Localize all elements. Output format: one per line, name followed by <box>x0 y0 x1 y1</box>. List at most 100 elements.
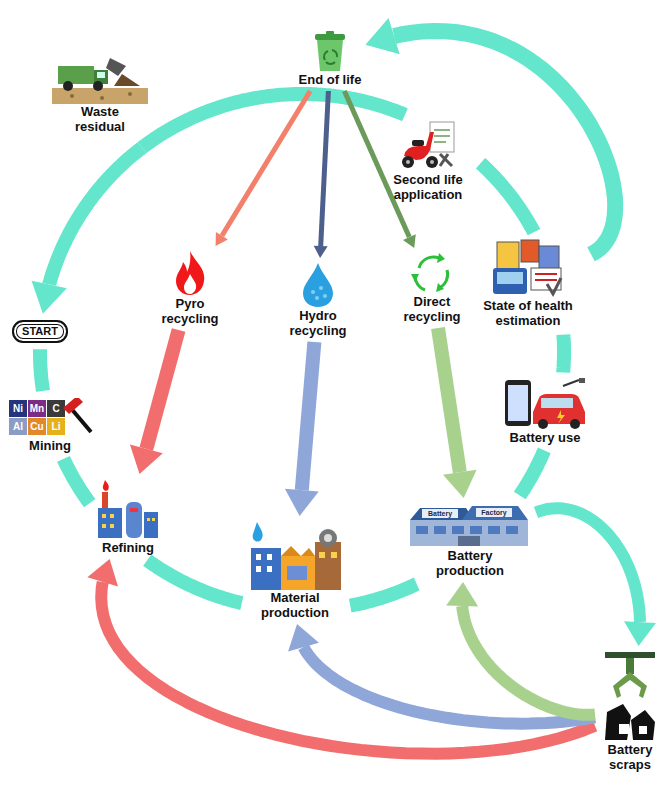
arrow-head <box>130 444 163 474</box>
stage-label: Battery scraps <box>599 742 661 772</box>
flow-arrow <box>32 148 142 314</box>
stage-label: State of health estimation <box>469 298 587 328</box>
flow-arrow <box>64 459 90 503</box>
arrow-head <box>365 18 399 54</box>
element-label: Cu <box>28 418 46 435</box>
flow-line <box>222 91 310 236</box>
stage-label: Refining <box>102 540 154 555</box>
flow-line <box>394 31 615 254</box>
stage-label: Battery use <box>510 430 581 445</box>
flow-line <box>536 508 640 622</box>
flow-arrow <box>40 349 43 391</box>
start-terminal: START <box>12 320 68 343</box>
drop-icon <box>301 262 335 308</box>
flow-line <box>350 584 417 606</box>
stage-node: Waste residual <box>52 54 148 134</box>
stage-node: NiMnC AlCuLiMining <box>7 398 93 453</box>
stage-node: Hydro recycling <box>282 262 354 338</box>
flow-line <box>520 450 545 495</box>
flow-line <box>142 94 327 148</box>
stage-node: Refining <box>96 478 160 555</box>
bin-icon <box>312 30 348 72</box>
stage-label: Mining <box>29 438 71 453</box>
arrow-head <box>314 246 328 258</box>
arrow-head <box>403 234 416 248</box>
stage-label: Material production <box>253 590 337 620</box>
element-label: Li <box>47 418 65 435</box>
flow-arrow <box>130 330 179 474</box>
flow-arrow <box>147 560 242 603</box>
stage-node: Battery use <box>503 378 587 445</box>
flame-icon <box>173 250 207 296</box>
flow-arrow <box>87 559 595 754</box>
flow-line <box>147 560 242 603</box>
arrow-head <box>285 489 319 516</box>
scraps-icon <box>601 650 659 742</box>
flow-arrow <box>536 508 656 646</box>
flow-arrow <box>563 335 565 373</box>
truck-icon <box>52 54 148 104</box>
flow-line <box>344 91 409 237</box>
flow-arrow <box>438 328 477 498</box>
mining-icon: NiMnC AlCuLi <box>7 398 93 438</box>
stage-node: Direct recycling <box>396 252 468 324</box>
arrow-head <box>443 470 477 498</box>
element-label: Factory <box>476 508 512 517</box>
element-label: Battery <box>422 509 458 518</box>
arrow-head <box>216 232 228 246</box>
flow-arrow <box>314 91 329 258</box>
arrow-head <box>87 559 118 587</box>
flow-arrow <box>520 450 545 495</box>
stage-label: Waste residual <box>67 104 133 134</box>
flow-arrow <box>327 95 405 115</box>
flow-line <box>40 349 43 391</box>
stage-label: Hydro recycling <box>282 308 354 338</box>
flow-line <box>481 163 535 232</box>
stage-label: Direct recycling <box>396 294 468 324</box>
stage-node: Pyro recycling <box>154 250 226 326</box>
stage-node: State of health estimation <box>469 238 587 328</box>
flow-arrow <box>344 91 415 248</box>
flow-line <box>302 342 315 490</box>
flow-arrow <box>350 584 417 606</box>
stage-node: Second life application <box>382 120 474 202</box>
flow-line <box>49 148 142 285</box>
material-icon <box>247 520 343 590</box>
stage-label: Battery production <box>428 548 512 578</box>
stage-node: Battery scraps <box>599 650 661 772</box>
flow-arrow <box>216 91 311 246</box>
flow-line <box>101 582 595 754</box>
flow-line <box>146 330 178 449</box>
stage-node: End of life <box>299 30 362 87</box>
flow-line <box>438 328 460 472</box>
soh-icon <box>491 238 565 298</box>
refining-icon <box>96 478 160 540</box>
stage-node: Material production <box>247 520 343 620</box>
flow-line <box>327 95 405 115</box>
flow-line <box>556 335 571 373</box>
element-label: Mn <box>28 400 46 417</box>
element-label: Ni <box>9 400 27 417</box>
production-icon: Battery Factory <box>408 502 532 548</box>
stage-node: Battery FactoryBattery production <box>408 502 532 578</box>
element-label: C <box>47 400 65 417</box>
flow-arrow <box>142 94 327 148</box>
arrow-head <box>446 582 478 607</box>
arrow-head <box>32 281 67 314</box>
arrow-head <box>288 624 319 651</box>
stage-label: Second life application <box>382 172 474 202</box>
stage-label: End of life <box>299 72 362 87</box>
flow-arrow <box>446 582 595 715</box>
use-icon <box>503 378 587 430</box>
flow-line <box>321 91 329 246</box>
stage-label: Pyro recycling <box>154 296 226 326</box>
arrow-head <box>624 621 656 646</box>
flow-line <box>64 459 90 503</box>
element-label: Al <box>9 418 27 435</box>
start-label: START <box>12 320 68 343</box>
scooter-icon <box>396 120 460 172</box>
flow-line <box>462 606 595 715</box>
flow-arrow <box>285 342 319 516</box>
flow-arrow <box>481 163 535 232</box>
